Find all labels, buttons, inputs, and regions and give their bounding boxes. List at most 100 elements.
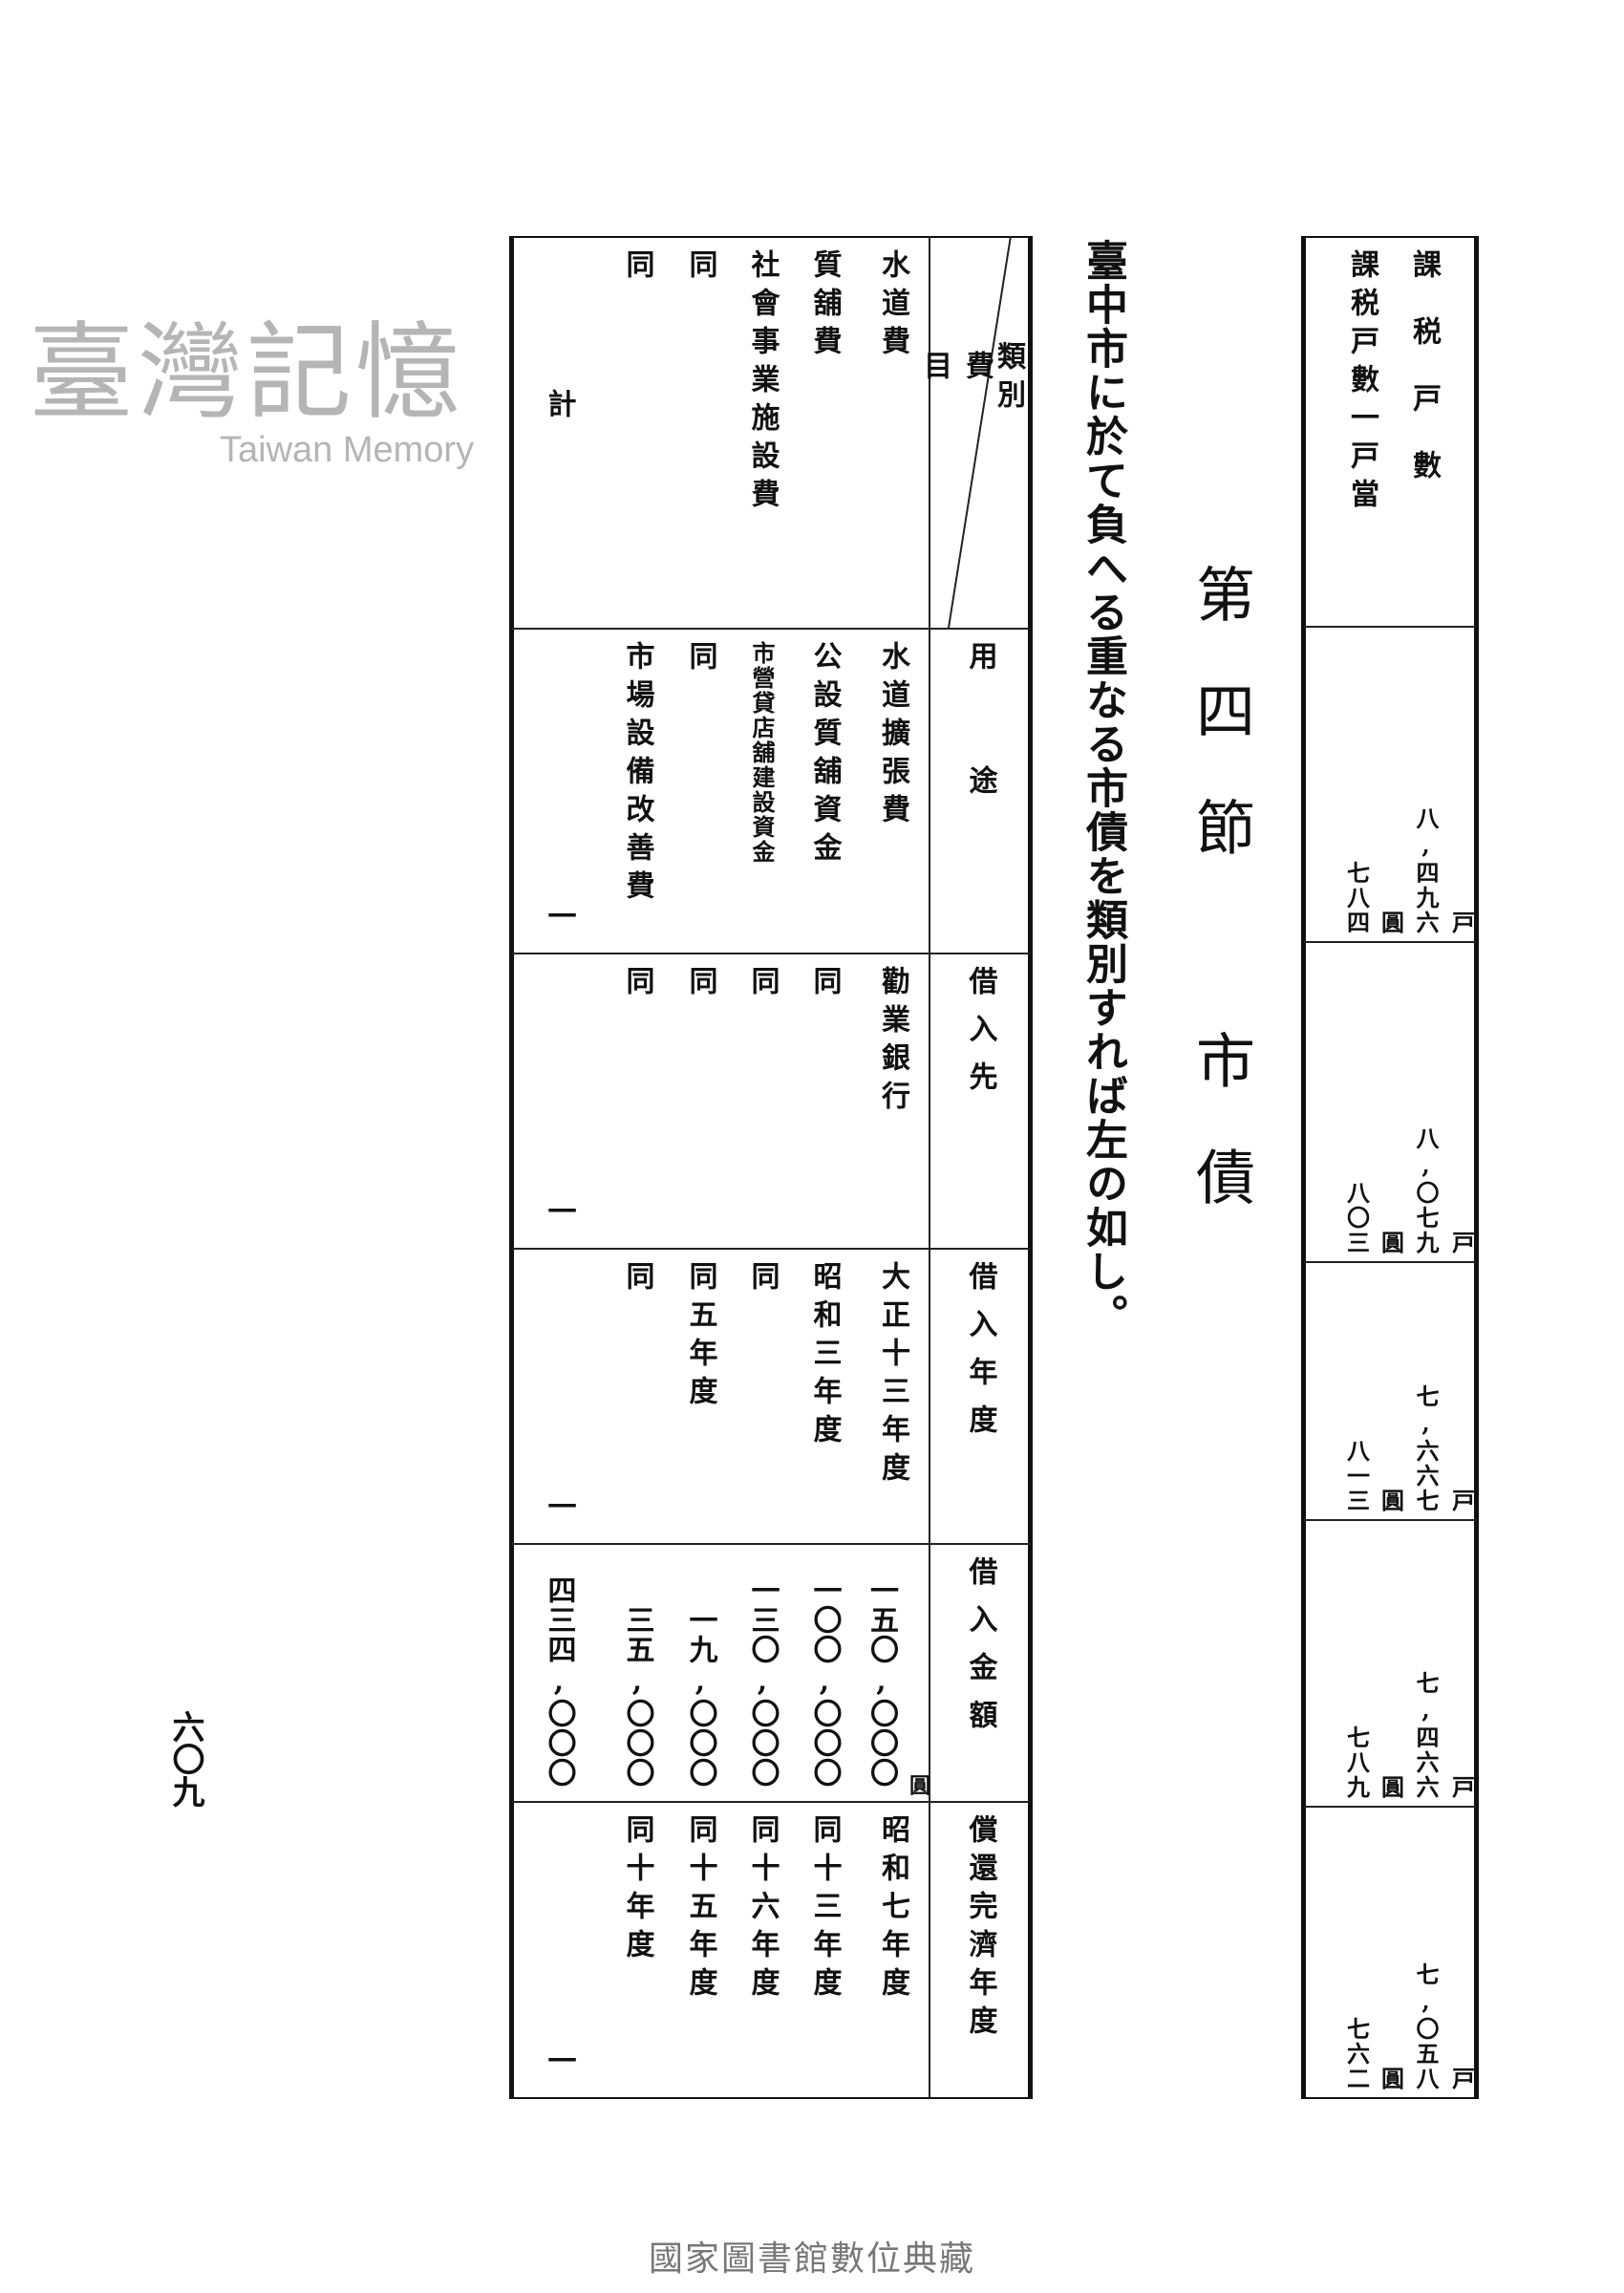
debt-row-6-repaid: 一 (512, 1801, 605, 2097)
debt-row-2-purpose-text: 公設質舖資金 (807, 641, 842, 870)
tax-household-table (1301, 236, 1479, 2099)
debt-row-1-year: 大正十三年度 (855, 1248, 930, 1543)
debt-row-4-year-text: 同五年度 (683, 1261, 717, 1414)
tax-row-divider (1304, 1519, 1476, 1521)
household-unit-3: 戸 (1447, 1261, 1476, 1519)
header-item-text: 費目 (918, 351, 994, 389)
debt-row-5-amount-text: 三五,〇〇〇 (620, 1605, 654, 1788)
yen-unit-5: 圓 (1378, 1806, 1405, 2097)
tax-per-household-3: 八一三 (1337, 1261, 1376, 1519)
tax-header-households: 課税戸數 (1395, 236, 1452, 626)
tax-row-divider (1304, 626, 1476, 628)
tax-per-household-1-text: 七八四 (1342, 861, 1371, 935)
debt-row-4-year: 同五年度 (669, 1248, 731, 1543)
header-year-text: 借入年度 (963, 1261, 997, 1452)
household-unit-3-text: 戸 (1447, 1489, 1476, 1513)
debt-row-1-repaid: 昭和七年度 (855, 1801, 930, 2097)
header-purpose: 用途 (930, 628, 1030, 953)
amount-unit-text: 圓 (906, 1774, 930, 1795)
tax-per-household-4-text: 七八九 (1342, 1725, 1371, 1800)
header-repaid-text: 償還完濟年度 (963, 1814, 997, 2044)
tax-row-divider (1304, 1261, 1476, 1263)
debt-row-6-year: 一 (512, 1248, 605, 1543)
row-divider (512, 628, 1030, 630)
debt-row-1-amount-text: 一五〇,〇〇〇 (865, 1575, 898, 1788)
yen-unit-1-text: 圓 (1377, 911, 1405, 935)
debt-row-3-repaid-text: 同十六年度 (745, 1814, 780, 2005)
debt-row-5-purpose-text: 市場設備改善費 (620, 641, 654, 909)
debt-row-6-amount-text: 四三四,〇〇〇 (542, 1575, 576, 1788)
debt-row-1-item-text: 水道費 (876, 249, 909, 364)
debt-row-4-purpose-text: 同 (683, 641, 717, 679)
debt-row-5-year: 同 (605, 1248, 669, 1543)
debt-row-3-amount: 一三〇,〇〇〇 (731, 1543, 793, 1801)
debt-row-3-lender-text: 同 (745, 966, 780, 1004)
debt-row-2-amount-text: 一〇〇,〇〇〇 (807, 1575, 842, 1788)
yen-unit-3: 圓 (1378, 1261, 1405, 1519)
debt-row-6-lender-text: 一 (542, 1196, 576, 1234)
header-lender: 借入先 (930, 953, 1030, 1248)
tax-per-household-2: 八〇三 (1337, 941, 1376, 1261)
debt-row-4-lender: 同 (669, 953, 731, 1248)
debt-row-2-lender-text: 同 (807, 966, 842, 1004)
watermark-english: Taiwan Memory (220, 430, 475, 470)
tax-households-2-text: 八,〇七九 (1412, 1126, 1440, 1255)
debt-row-3-year: 同 (731, 1248, 793, 1543)
header-lender-text: 借入先 (963, 966, 997, 1109)
debt-row-4-amount: 一九,〇〇〇 (669, 1543, 731, 1801)
header-category: 類別 (984, 274, 1032, 589)
debt-row-5-item: 同 (605, 236, 669, 628)
debt-row-6-year-text: 一 (542, 1491, 576, 1530)
household-unit-5-text: 戸 (1447, 2067, 1476, 2091)
tax-per-household-5-text: 七六二 (1342, 2017, 1371, 2091)
debt-row-4-repaid: 同十五年度 (669, 1801, 731, 2097)
tax-per-household-5: 七六二 (1337, 1806, 1376, 2097)
yen-unit-2: 圓 (1378, 941, 1405, 1261)
debt-row-3-year-text: 同 (745, 1261, 780, 1299)
tax-households-2: 八,〇七九 (1404, 941, 1447, 1261)
debt-row-5-purpose: 市場設備改善費 (605, 628, 669, 953)
household-unit-2: 戸 (1447, 941, 1476, 1261)
debt-row-5-repaid: 同十年度 (605, 1801, 669, 2097)
header-category-text: 類別 (992, 341, 1025, 418)
debt-row-2-repaid: 同十三年度 (793, 1801, 855, 2097)
debt-row-1-year-text: 大正十三年度 (876, 1261, 909, 1490)
debt-row-4-item: 同 (669, 236, 731, 628)
debt-row-2-item: 質舖費 (793, 236, 855, 628)
debt-row-6-purpose-text: 一 (542, 901, 576, 939)
debt-row-4-lender-text: 同 (683, 966, 717, 1004)
header-divider (929, 236, 930, 2097)
debt-row-3-item-text: 社會事業施設費 (745, 249, 780, 517)
tax-households-1: 八,四九六 (1404, 626, 1447, 941)
yen-unit-4: 圓 (1378, 1519, 1405, 1806)
household-unit-2-text: 戸 (1447, 1231, 1476, 1255)
tax-households-3: 七,六六七 (1404, 1261, 1447, 1519)
debt-row-3-purpose: 市營貸店舖建設資金 (731, 628, 793, 953)
debt-row-1-amount: 一五〇,〇〇〇 (855, 1543, 907, 1801)
debt-row-2-repaid-text: 同十三年度 (807, 1814, 842, 2005)
household-unit-1-text: 戸 (1447, 911, 1476, 935)
tax-households-4-text: 七,四六六 (1412, 1671, 1440, 1800)
household-unit-5: 戸 (1447, 1806, 1476, 2097)
debt-row-4-repaid-text: 同十五年度 (683, 1814, 717, 2005)
tax-households-5-text: 七,〇五八 (1412, 1962, 1440, 2091)
debt-row-1-purpose: 水道擴張費 (855, 628, 930, 953)
debt-row-2-year: 昭和三年度 (793, 1248, 855, 1543)
tax-row-divider (1304, 941, 1476, 943)
yen-unit-1: 圓 (1378, 626, 1405, 941)
debt-row-5-lender: 同 (605, 953, 669, 1248)
household-unit-4: 戸 (1447, 1519, 1476, 1806)
tax-households-4: 七,四六六 (1404, 1519, 1447, 1806)
yen-unit-4-text: 圓 (1377, 1775, 1405, 1800)
intro-text: 臺中市に於て負へる重なる市債を類別すれば左の如し。 (1079, 239, 1127, 1338)
row-divider (512, 1248, 1030, 1250)
row-divider (512, 1801, 1030, 1803)
header-purpose-text: 用途 (963, 641, 997, 889)
household-unit-1: 戸 (1447, 626, 1476, 941)
debt-row-2-year-text: 昭和三年度 (807, 1261, 842, 1452)
debt-row-1-lender-text: 勸業銀行 (876, 966, 909, 1119)
section-title: 第四節 市債 (1186, 564, 1255, 1263)
debt-row-5-repaid-text: 同十年度 (620, 1814, 654, 1967)
tax-per-household-1: 七八四 (1337, 626, 1376, 941)
debt-row-1-lender: 勸業銀行 (855, 953, 930, 1248)
